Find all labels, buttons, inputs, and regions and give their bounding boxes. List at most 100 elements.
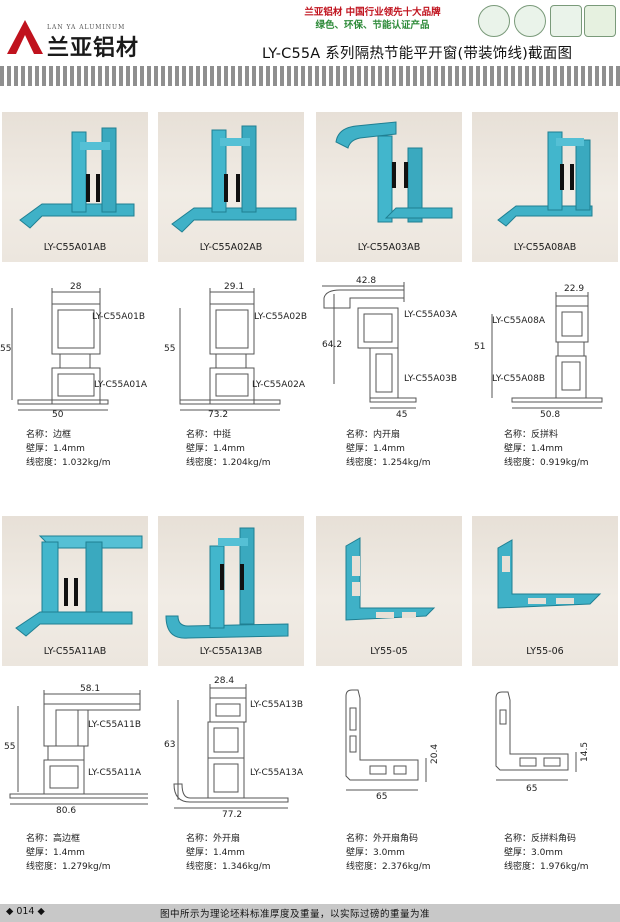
dimension-label: 64.2 xyxy=(322,340,343,350)
spec-wall-thickness: 壁厚：1.4mm xyxy=(504,444,563,454)
dimension-label: 77.2 xyxy=(222,810,243,820)
part-label: LY-C55A13A xyxy=(250,768,303,778)
profile-code: LY-C55A11AB xyxy=(43,646,107,657)
part-label: LY-C55A03A xyxy=(404,310,457,320)
spec-wall-thickness: 壁厚：3.0mm xyxy=(346,848,405,858)
cross-section-outline-icon xyxy=(491,292,603,409)
dimension-label: 73.2 xyxy=(208,410,229,420)
part-label: LY-C55A02A xyxy=(252,380,305,390)
profile-photo-tile: LY55-06 xyxy=(472,516,618,666)
spec-wall-thickness: 壁厚：1.4mm xyxy=(186,848,245,858)
section-drawing: 58.1 55 80.6 LY-C55A11B LY-C55A11A xyxy=(0,680,148,820)
spec-linear-density: 线密度：1.279kg/m xyxy=(26,862,111,872)
profile-code: LY-C55A08AB xyxy=(513,242,577,253)
profile-code: LY55-05 xyxy=(370,646,408,657)
brand-name: 兰亚铝材 xyxy=(47,35,140,61)
spec-wall-thickness: 壁厚：1.4mm xyxy=(186,444,245,454)
profile-photo-tile: LY-C55A13AB xyxy=(158,516,304,666)
dimension-label: 22.9 xyxy=(564,284,585,294)
dimension-label: 42.8 xyxy=(356,276,377,286)
cross-section-outline-icon xyxy=(173,684,289,809)
dimension-label: 80.6 xyxy=(56,806,77,816)
part-label: LY-C55A03B xyxy=(404,374,458,384)
part-label: LY-C55A08A xyxy=(492,316,545,326)
cross-section-outline-icon xyxy=(9,690,148,805)
brand-logo-icon xyxy=(5,18,45,56)
dimension-label: 65 xyxy=(376,792,388,802)
certification-badge-icon xyxy=(550,5,582,37)
spec-wall-thickness: 壁厚：3.0mm xyxy=(504,848,563,858)
spec-block: 名称：外开扇 壁厚：1.4mm 线密度：1.346kg/m xyxy=(186,832,271,874)
spec-name: 名称：内开扇 xyxy=(346,430,401,440)
part-label: LY-C55A08B xyxy=(492,374,546,384)
certification-badge-icon xyxy=(478,5,510,37)
spec-wall-thickness: 壁厚：1.4mm xyxy=(26,444,85,454)
spec-block: 名称：高边框 壁厚：1.4mm 线密度：1.279kg/m xyxy=(26,832,111,874)
dimension-label: 50.8 xyxy=(540,410,561,420)
page-title: LY-C55A 系列隔热节能平开窗(带装饰线)截面图 xyxy=(262,46,573,62)
spec-block: 名称：边框 壁厚：1.4mm 线密度：1.032kg/m xyxy=(26,428,111,470)
footer-bar xyxy=(0,904,620,922)
part-label: LY-C55A01B xyxy=(92,312,146,322)
section-drawing: 29.1 55 73.2 LY-C55A02B LY-C55A02A xyxy=(160,274,308,420)
cross-section-outline-icon xyxy=(11,288,109,411)
spec-linear-density: 线密度：1.254kg/m xyxy=(346,458,431,468)
part-label: LY-C55A13B xyxy=(250,700,304,710)
spec-name: 名称：外开扇角码 xyxy=(346,834,419,844)
dimension-label: 14.5 xyxy=(580,741,590,762)
header-hatch-divider xyxy=(0,66,620,86)
cross-section-outline-icon xyxy=(322,282,417,409)
page-number: ◆ 014 ◆ xyxy=(6,906,45,917)
spec-linear-density: 线密度：2.376kg/m xyxy=(346,862,431,872)
dimension-label: 28.4 xyxy=(214,676,235,686)
spec-linear-density: 线密度：1.346kg/m xyxy=(186,862,271,872)
profile-code: LY-C55A13AB xyxy=(199,646,263,657)
profile-photo-tile: LY55-05 xyxy=(316,516,462,666)
profile-render-icon xyxy=(171,125,297,233)
spec-block: 名称：中挺 壁厚：1.4mm 线密度：1.204kg/m xyxy=(186,428,271,470)
spec-block: 名称：内开扇 壁厚：1.4mm 线密度：1.254kg/m xyxy=(346,428,431,470)
dimension-label: 28 xyxy=(70,282,82,292)
spec-linear-density: 线密度：1.204kg/m xyxy=(186,458,271,468)
profile-render-icon xyxy=(165,527,289,639)
dimension-label: 50 xyxy=(52,410,64,420)
spec-linear-density: 线密度：1.976kg/m xyxy=(504,862,589,872)
slogan-line-1: 兰亚铝材 中国行业领先十大品牌 xyxy=(304,7,441,18)
cross-section-outline-icon xyxy=(179,288,281,411)
profile-photo-tile: LY-C55A03AB xyxy=(316,112,462,262)
spec-name: 名称：中挺 xyxy=(186,430,232,440)
spec-name: 名称：高边框 xyxy=(26,834,81,844)
spec-linear-density: 线密度：1.032kg/m xyxy=(26,458,111,468)
dimension-label: 55 xyxy=(4,742,16,752)
slogan-line-2: 绿色、环保、节能认证产品 xyxy=(315,20,430,31)
certification-badge-icon xyxy=(514,5,546,37)
dimension-label: 45 xyxy=(396,410,408,420)
dimension-label: 58.1 xyxy=(80,684,101,694)
profile-render-icon xyxy=(15,535,143,637)
eco-badge-icon xyxy=(584,5,616,37)
dimension-label: 51 xyxy=(474,342,486,352)
spec-wall-thickness: 壁厚：1.4mm xyxy=(26,848,85,858)
dimension-label: 20.4 xyxy=(430,743,440,764)
spec-block: 名称：反拼料 壁厚：1.4mm 线密度：0.919kg/m xyxy=(504,428,589,470)
profile-code: LY-C55A03AB xyxy=(357,242,421,253)
dimension-label: 65 xyxy=(526,784,538,794)
cross-section-outline-icon xyxy=(495,691,577,781)
profile-photo-tile: LY-C55A11AB xyxy=(2,516,148,666)
dimension-label: 55 xyxy=(0,344,12,354)
profile-photo-tile: LY-C55A08AB xyxy=(472,112,618,262)
profile-render-icon xyxy=(335,121,453,223)
section-drawing: 14.5 65 xyxy=(472,680,620,820)
dimension-label: 29.1 xyxy=(224,282,245,292)
profile-render-icon xyxy=(497,539,602,609)
profile-render-icon xyxy=(345,537,436,621)
cross-section-outline-icon xyxy=(345,689,427,791)
brand-slogan: 兰亚铝材 中国行业领先十大品牌 绿色、环保、节能认证产品 xyxy=(300,6,445,32)
spec-name: 名称：外开扇 xyxy=(186,834,241,844)
footer-note: 图中所示为理论坯料标准厚度及重量，以实际过磅的重量为准 xyxy=(160,909,431,920)
section-drawing: 20.4 65 xyxy=(320,680,468,820)
profile-code: LY-C55A02AB xyxy=(199,242,263,253)
spec-name: 名称：边框 xyxy=(26,430,72,440)
part-label: LY-C55A02B xyxy=(254,312,308,322)
section-drawing: 28 55 50 LY-C55A01B LY-C55A01A xyxy=(0,274,148,420)
